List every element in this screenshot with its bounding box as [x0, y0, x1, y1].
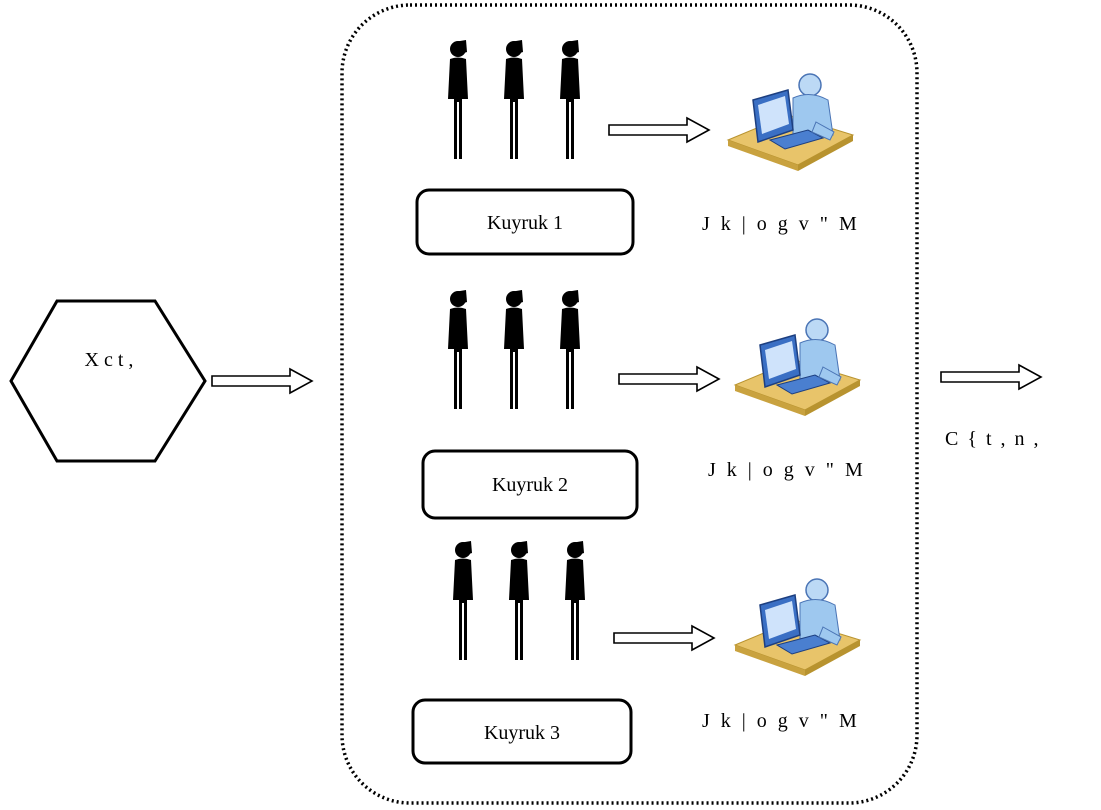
queue-label: Kuyruk 3	[484, 722, 560, 744]
queue-arrow-icon	[613, 625, 715, 651]
source-arrow-icon	[211, 368, 313, 394]
exit-arrow-icon	[940, 364, 1042, 390]
customers-icon	[448, 290, 580, 409]
queue-arrow-icon	[618, 366, 720, 392]
source-label: X c t ,	[85, 349, 134, 371]
server-clerk-icon	[727, 73, 854, 172]
queue-3: Kuyruk 3 J k | o g v " M	[411, 541, 861, 765]
queue-box	[421, 449, 639, 520]
source-node: X c t ,	[9, 299, 207, 463]
queue-box	[415, 188, 635, 256]
exit-label: C { t , n ,	[945, 428, 1041, 450]
queue-1: Kuyruk 1 J k | o g v " M	[415, 40, 860, 256]
queue-arrow-icon	[608, 117, 710, 143]
customers-icon	[448, 40, 580, 159]
server-label: J k | o g v " M	[702, 213, 860, 235]
customers-icon	[453, 541, 585, 660]
server-clerk-icon	[734, 318, 861, 417]
server-clerk-icon	[734, 578, 861, 677]
server-label: J k | o g v " M	[702, 710, 860, 732]
queue-2: Kuyruk 2 J k | o g v " M	[421, 290, 866, 520]
queue-system-boundary	[340, 3, 919, 805]
queue-label: Kuyruk 2	[492, 474, 568, 496]
server-label: J k | o g v " M	[708, 459, 866, 481]
queue-box	[411, 698, 633, 765]
queue-label: Kuyruk 1	[487, 212, 563, 234]
